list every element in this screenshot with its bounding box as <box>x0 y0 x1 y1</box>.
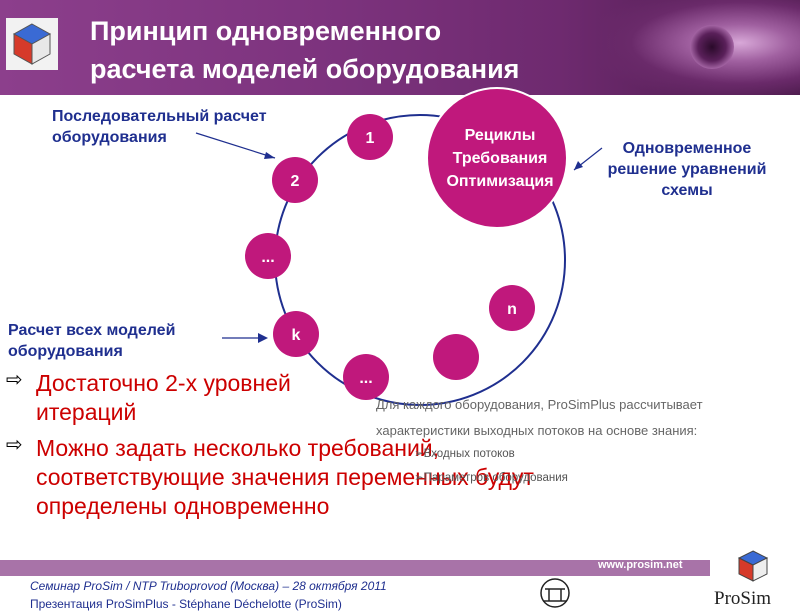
cycle-node-label: ... <box>359 370 372 387</box>
big-node-circle <box>426 87 568 229</box>
bullet-multiple-requirements: Можно задать несколько требований, соотв… <box>36 435 534 519</box>
cycle-node-circle <box>433 334 479 380</box>
cycle-node-label: n <box>507 301 517 318</box>
prosim-brand-text: ProSim <box>714 588 772 609</box>
label-all-models: Расчет всех моделей оборудования <box>8 322 176 360</box>
eye-iris-image <box>690 25 734 69</box>
big-node-line3: Оптимизация <box>446 173 553 190</box>
big-node-line1: Рециклы <box>465 127 536 144</box>
page-title-line1: Принцип одновременного <box>90 16 442 46</box>
arrow-head-simultaneous <box>574 161 583 170</box>
arrow-bullet-icon: ⇨ <box>6 434 23 456</box>
cycle-node-label: k <box>292 327 301 344</box>
cycle-node-circle <box>273 311 319 357</box>
ntp-logo-icon <box>540 578 570 608</box>
label-simultaneous-solution: Одновременное решение уравнений схемы <box>607 140 767 199</box>
note-sub-item: ➢Параметров оборудования <box>414 472 568 484</box>
note-line1: Для каждого оборудования, ProSimPlus рас… <box>376 397 703 412</box>
note-sub-item-label: Параметров оборудования <box>423 472 568 484</box>
cycle-node-circle <box>245 233 291 279</box>
cycle-node-circle <box>347 114 393 160</box>
cycle-node-circle <box>489 285 535 331</box>
cycle-node-circle <box>272 157 318 203</box>
note-line2: характеристики выходных потоков на основ… <box>376 423 698 438</box>
arrow-head-sequential <box>264 152 275 159</box>
note-sub-item-label: Входных потоков <box>423 448 515 460</box>
footer-seminar: Семинар ProSim / NTP Truboprovod (Москва… <box>30 579 387 593</box>
footer-bar <box>0 560 710 576</box>
big-node-line2: Требования <box>453 150 548 167</box>
bullet-two-levels: Достаточно 2-х уровней итераций <box>36 370 291 425</box>
arrow-bullet-icon: ⇨ <box>6 369 23 391</box>
arrow-head-all-models <box>258 333 268 343</box>
cycle-node-label: ... <box>261 249 274 266</box>
cycle-node-label: 2 <box>291 173 300 190</box>
footer-url-link[interactable]: www.prosim.net <box>598 559 683 571</box>
cube-logo-icon <box>6 18 58 70</box>
prosim-cube-icon <box>737 550 769 582</box>
cycle-node-circle <box>343 354 389 400</box>
page-title-line2: расчета моделей оборудования <box>90 54 520 84</box>
cycle-node-label: 1 <box>366 130 375 147</box>
arrow-sequential <box>195 132 276 159</box>
footer-presentation: Презентация ProSimPlus - Stéphane Déchel… <box>30 597 342 611</box>
label-sequential-calc: Последовательный расчет оборудования <box>52 108 267 146</box>
note-sub-item: ➢Входных потоков <box>414 448 515 460</box>
